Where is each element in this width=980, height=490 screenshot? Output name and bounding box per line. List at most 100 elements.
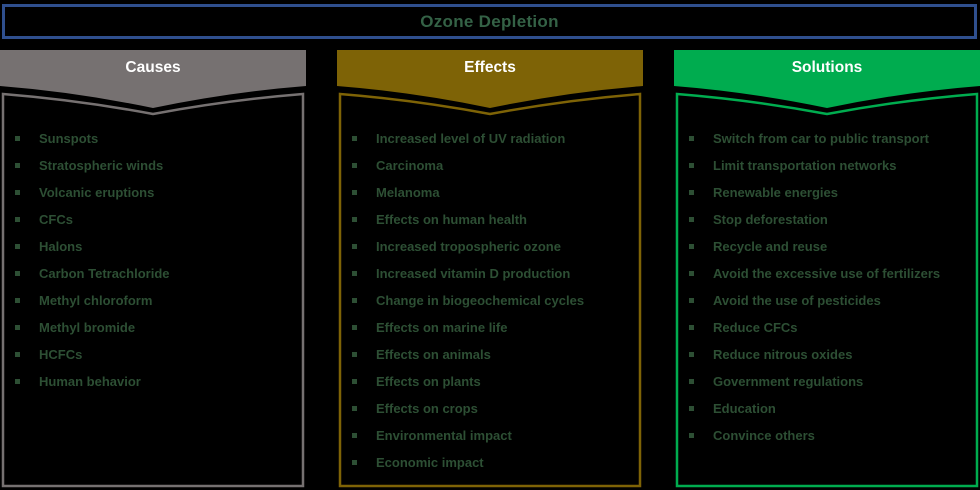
bullet-icon	[15, 325, 20, 330]
list-item: Carbon Tetrachloride	[3, 260, 303, 287]
list-item-label: Economic impact	[376, 455, 484, 470]
list-item-label: Increased level of UV radiation	[376, 131, 566, 146]
list-item-label: Switch from car to public transport	[713, 131, 929, 146]
list-item: Carcinoma	[340, 152, 640, 179]
list-item: Effects on human health	[340, 206, 640, 233]
bullet-icon	[352, 190, 357, 195]
bullet-icon	[15, 298, 20, 303]
list-item: Stop deforestation	[677, 206, 977, 233]
column-header-causes: Causes	[125, 59, 181, 76]
list-item-label: Stratospheric winds	[39, 158, 164, 173]
bullet-icon	[689, 406, 694, 411]
title-bar: Ozone Depletion	[2, 4, 977, 39]
list-item-label: Limit transportation networks	[713, 158, 897, 173]
list-item: Change in biogeochemical cycles	[340, 287, 640, 314]
bullet-icon	[352, 379, 357, 384]
banner-chevron-shape	[0, 50, 306, 108]
list-item: Renewable energies	[677, 179, 977, 206]
list-item: Education	[677, 395, 977, 422]
list-item: Volcanic eruptions	[3, 179, 303, 206]
bullet-icon	[352, 298, 357, 303]
bullet-icon	[352, 460, 357, 465]
bullet-icon	[689, 379, 694, 384]
bullet-icon	[689, 271, 694, 276]
list-item-label: Methyl bromide	[39, 320, 136, 335]
list-item: Switch from car to public transport	[677, 125, 977, 152]
list-item: Avoid the use of pesticides	[677, 287, 977, 314]
causes-panel-shape	[0, 50, 306, 488]
bullet-icon	[352, 163, 357, 168]
list-item-label: Stop deforestation	[713, 212, 828, 227]
bullet-icon	[352, 136, 357, 141]
bullet-icon	[689, 163, 694, 168]
list-item-label: Melanoma	[376, 185, 440, 200]
list-item-label: Halons	[39, 239, 83, 254]
list-item: Convince others	[677, 422, 977, 449]
list-item: HCFCs	[3, 341, 303, 368]
list-item: Effects on marine life	[340, 314, 640, 341]
list-item-label: Volcanic eruptions	[39, 185, 155, 200]
bullet-icon	[352, 352, 357, 357]
list-item: Reduce CFCs	[677, 314, 977, 341]
list-item-label: Avoid the excessive use of fertilizers	[713, 266, 941, 281]
list-item: Sunspots	[3, 125, 303, 152]
list-item-label: Effects on marine life	[376, 320, 508, 335]
list-item-label: Increased tropospheric ozone	[376, 239, 561, 254]
bullet-icon	[689, 217, 694, 222]
list-item-label: Recycle and reuse	[713, 239, 828, 254]
list-item: Human behavior	[3, 368, 303, 395]
list-item-label: Reduce CFCs	[713, 320, 798, 335]
bullet-icon	[15, 217, 20, 222]
bullet-icon	[15, 163, 20, 168]
list-item-label: Environmental impact	[376, 428, 512, 443]
list-item: Reduce nitrous oxides	[677, 341, 977, 368]
bullet-icon	[352, 325, 357, 330]
list-item-label: Education	[713, 401, 776, 416]
list-item: Environmental impact	[340, 422, 640, 449]
bullet-icon	[689, 136, 694, 141]
list-item-label: Methyl chloroform	[39, 293, 153, 308]
list-item-label: Renewable energies	[713, 185, 838, 200]
list-item: Melanoma	[340, 179, 640, 206]
bullet-icon	[15, 352, 20, 357]
list-item-label: Effects on human health	[376, 212, 527, 227]
banner-chevron-shape	[337, 50, 643, 108]
bullet-icon	[352, 244, 357, 249]
list-item: CFCs	[3, 206, 303, 233]
list-item: Limit transportation networks	[677, 152, 977, 179]
list-item-label: Sunspots	[39, 131, 99, 146]
bullet-icon	[689, 352, 694, 357]
list-item: Avoid the excessive use of fertilizers	[677, 260, 977, 287]
list-item: Effects on crops	[340, 395, 640, 422]
list-item: Government regulations	[677, 368, 977, 395]
list-item: Effects on animals	[340, 341, 640, 368]
list-item-label: Human behavior	[39, 374, 141, 389]
bullet-icon	[15, 190, 20, 195]
bullet-icon	[689, 298, 694, 303]
bullet-icon	[689, 433, 694, 438]
banner-chevron-shape	[674, 50, 980, 108]
bullet-icon	[15, 271, 20, 276]
list-item-label: Convince others	[713, 428, 815, 443]
bullet-icon	[15, 244, 20, 249]
effects-panel-shape	[337, 50, 643, 488]
bullet-icon	[689, 244, 694, 249]
list-item-label: Government regulations	[713, 374, 864, 389]
list-item-label: Increased vitamin D production	[376, 266, 571, 281]
list-item-label: Avoid the use of pesticides	[713, 293, 881, 308]
list-item-label: Reduce nitrous oxides	[713, 347, 853, 362]
bullet-icon	[15, 379, 20, 384]
solutions-panel: Solutions Switch from car to public tran…	[674, 50, 980, 490]
list-item: Increased tropospheric ozone	[340, 233, 640, 260]
list-item-label: Carcinoma	[376, 158, 444, 173]
list-item-label: CFCs	[39, 212, 73, 227]
list-item-label: Effects on animals	[376, 347, 491, 362]
list-item: Increased level of UV radiation	[340, 125, 640, 152]
